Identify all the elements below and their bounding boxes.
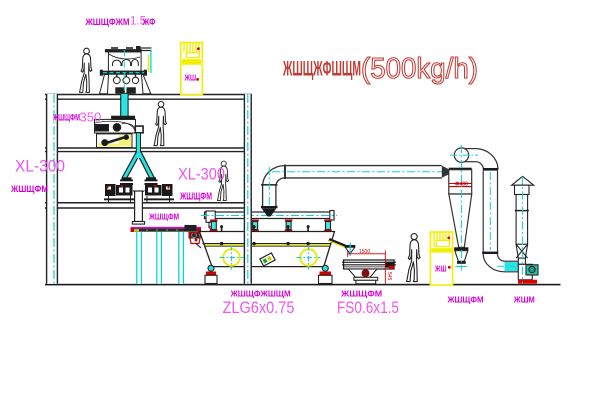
svg-text:1.5: 1.5 [130,16,146,28]
svg-text:ЖШЩФМ: ЖШЩФМ [340,290,382,299]
svg-text:ЖШ: ЖШ [434,264,446,274]
svg-text:XL-300: XL-300 [178,166,225,184]
svg-text:ЖШЩФЖШЩМ: ЖШЩФЖШЩМ [230,290,291,299]
svg-text:ЖШЩФМ: ЖШЩФМ [10,184,48,195]
svg-text:XL-300: XL-300 [15,158,65,176]
svg-text:Φ400: Φ400 [455,182,468,188]
svg-text:ЖШЩФМ: ЖШЩФМ [447,295,484,305]
svg-text:FS0.6x1.5: FS0.6x1.5 [337,299,399,317]
svg-text:ЖШ: ЖШ [184,73,196,83]
svg-text:ЖШЩФМ: ЖШЩФМ [179,191,212,203]
svg-text:ЖШМ: ЖШМ [513,295,535,305]
svg-text:350: 350 [80,110,102,125]
svg-text:(500kg/h): (500kg/h) [361,53,478,85]
svg-text:1500: 1500 [359,249,370,255]
svg-text:ЖФ: ЖФ [142,17,156,28]
svg-text:ЖШЩФМ: ЖШЩФМ [148,213,179,222]
svg-text:ЖШЩФМ: ЖШЩФМ [52,113,80,124]
svg-text:545: 545 [386,272,392,281]
svg-text:ЖШЩФЖМ: ЖШЩФЖМ [85,17,130,28]
svg-text:ЖШЩЖФШЩМ: ЖШЩЖФШЩМ [283,57,361,81]
svg-text:ZLG6x0.75: ZLG6x0.75 [223,299,295,317]
